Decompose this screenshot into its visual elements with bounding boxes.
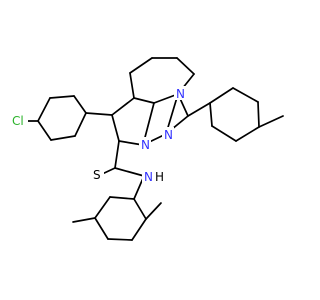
bond-left-ring-5: [50, 135, 76, 141]
atom-nh: N: [144, 170, 153, 184]
atom-nh-h: H: [155, 170, 164, 184]
bond-bottom-ring-1: [109, 196, 135, 200]
bond-right-ring-4: [235, 126, 260, 142]
bond-layer: [23, 57, 284, 241]
atom-bg-n-left: [139, 137, 151, 151]
bond-thioamide-3: [114, 167, 145, 177]
bond-core-1: [111, 97, 135, 116]
bond-right-ring-6: [209, 102, 213, 127]
atom-bg-n-bottom: [162, 127, 174, 141]
atom-cl: Cl: [12, 114, 24, 128]
atom-bg-cl: [10, 114, 28, 128]
bond-azepane-5: [133, 97, 155, 104]
atom-n-bottom: N: [164, 128, 173, 142]
atom-bg-s: [90, 167, 104, 181]
bond-bottom-ring-6: [133, 198, 147, 220]
bond-left-ring-6: [74, 112, 87, 137]
bond-azepane-2: [176, 57, 195, 75]
atom-s: S: [93, 168, 101, 182]
bond-bottom-ring-5: [131, 218, 147, 241]
bond-bottom-ring-2: [94, 196, 111, 219]
bond-right-ring-1: [209, 87, 234, 104]
bond-left-ring-4: [37, 120, 52, 141]
bond-left-ring-3: [37, 97, 51, 122]
bond-bottom-ring-4: [107, 238, 133, 241]
atom-bg-nh: [142, 169, 166, 183]
bond-left-ring-2: [49, 95, 75, 99]
bond-right-link: [187, 102, 211, 117]
bond-right-ring-3: [257, 101, 260, 128]
bond-core-2: [111, 114, 120, 142]
bond-bottom-methyl-right: [145, 202, 162, 220]
bond-bottom-methyl-left: [72, 217, 96, 223]
bond-right-methyl: [258, 115, 284, 128]
bond-right-ring-5: [211, 125, 237, 142]
bond-thioamide-1: [114, 140, 120, 169]
atom-n-top: N: [176, 87, 185, 101]
bond-left-ring-1: [73, 95, 87, 114]
bond-right-ring-2: [232, 87, 259, 103]
bond-azepane-7: [129, 57, 153, 74]
bond-bottom-ring-3: [94, 217, 109, 240]
bond-left-link: [85, 112, 113, 116]
bond-azepane-6: [129, 72, 135, 99]
molecule-structure-drawing: Cl S N H N N N: [10, 57, 284, 241]
atom-n-left: N: [141, 138, 150, 152]
atom-bg-n-top: [174, 86, 186, 100]
atom-label-layer: Cl S N H N N N: [10, 86, 186, 184]
